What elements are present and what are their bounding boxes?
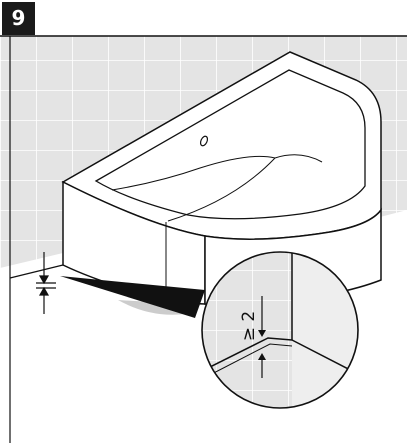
overflow-opening [199,135,209,147]
detail-magnifier-ring [201,251,359,409]
bathtub-basin [94,69,366,220]
step-number-badge: 9 [2,2,35,35]
basin-floor-line [111,155,276,191]
magnifier-pointer [60,276,205,318]
gap-label: ≥ 2 [239,311,259,341]
floor-line [9,264,64,279]
detail-magnifier-contents [202,252,358,408]
gap-dimension-left [36,252,56,314]
basin-seat-line [167,154,323,222]
